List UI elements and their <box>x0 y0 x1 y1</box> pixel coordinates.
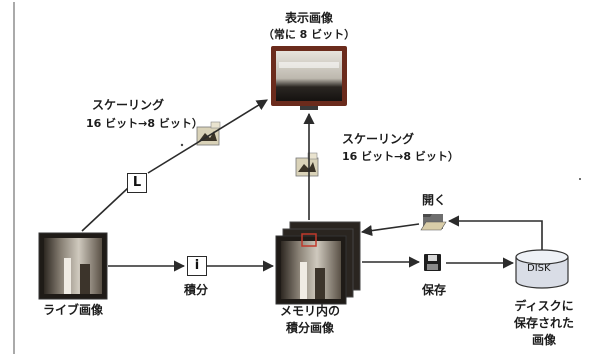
memory-image-stack <box>275 221 361 305</box>
scaling-right-label: スケーリング <box>342 132 415 146</box>
arrow-live-to-log <box>81 187 129 232</box>
display-image-title: 表示画像 <box>284 11 333 25</box>
save-label: 保存 <box>421 283 446 297</box>
disk-saved-label-3: 画像 <box>531 333 556 347</box>
tick-dot <box>180 143 184 147</box>
open-label: 開く <box>422 193 447 207</box>
memory-image-label-2: 積分画像 <box>285 321 334 335</box>
integrate-label: 積分 <box>183 283 208 297</box>
disk-saved-label-2: 保存された <box>513 316 574 330</box>
live-image-thumbnail <box>38 232 108 300</box>
scaling-icon-vertical <box>295 152 319 177</box>
arrow-disk-to-open <box>447 215 543 250</box>
tick-dot-right <box>579 178 581 180</box>
monitor-icon <box>271 46 347 110</box>
open-folder-icon <box>420 214 447 231</box>
arrow-log-to-monitor <box>147 99 268 174</box>
disk-drive-icon <box>515 249 569 289</box>
disk-label: DISK <box>527 263 551 274</box>
arrow-open-to-memory <box>360 223 420 237</box>
log-scale-icon: L <box>127 173 147 193</box>
integrate-icon: i <box>187 256 207 276</box>
highlight-region <box>301 233 317 247</box>
scaling-left-label: スケーリング <box>92 98 165 112</box>
scaling-left-bits: 16 ビット→8 ビット） <box>86 117 203 130</box>
live-image-label: ライブ画像 <box>42 303 103 317</box>
floppy-disk-icon <box>424 254 441 271</box>
display-image-subtitle: （常に 8 ビット） <box>262 28 356 41</box>
disk-saved-label-1: ディスクに <box>514 299 574 313</box>
memory-image-label-1: メモリ内の <box>279 304 340 318</box>
scaling-right-bits: 16 ビット→8 ビット） <box>342 150 459 163</box>
